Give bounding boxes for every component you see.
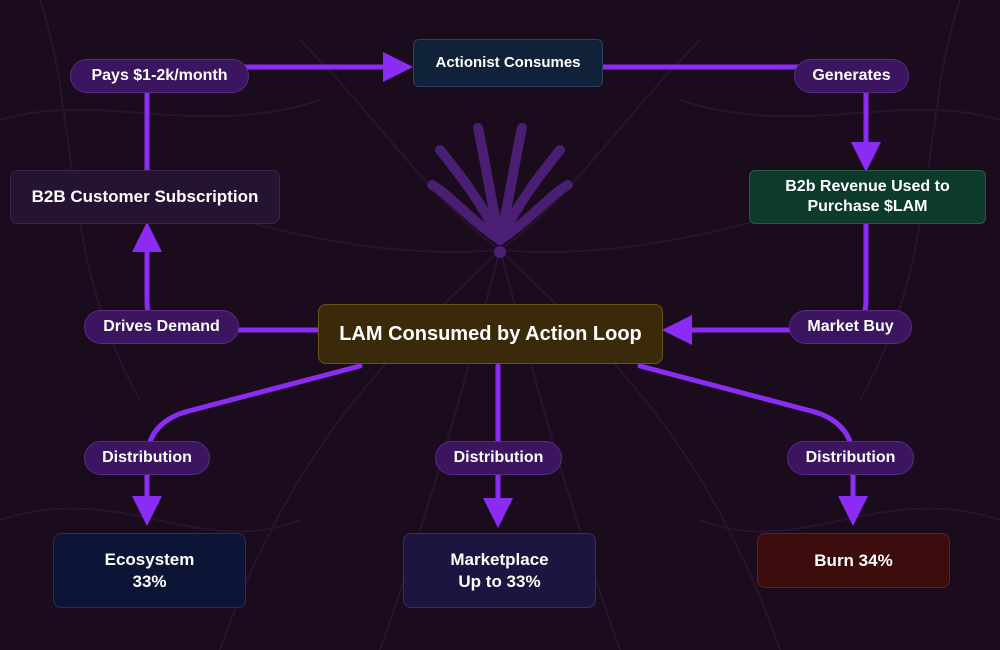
node-b2b-customer-subscription-label: B2B Customer Subscription (31, 187, 259, 207)
node-b2b-revenue-line-2: Purchase $LAM (807, 198, 928, 215)
node-marketplace-line-1: Marketplace (450, 550, 549, 570)
node-ecosystem: Ecosystem 33% (53, 533, 246, 608)
edge-label-drives-demand: Drives Demand (84, 310, 239, 344)
edge-label-generates: Generates (794, 59, 909, 93)
edge-label-distribution-left-text: Distribution (102, 449, 192, 466)
node-b2b-customer-subscription: B2B Customer Subscription (10, 170, 280, 224)
node-b2b-revenue: B2b Revenue Used to Purchase $LAM (749, 170, 986, 224)
node-marketplace: Marketplace Up to 33% (403, 533, 596, 608)
edge-label-pays: Pays $1-2k/month (70, 59, 249, 93)
node-b2b-revenue-line-1: B2b Revenue Used to (785, 178, 950, 195)
edge-label-distribution-center: Distribution (435, 441, 562, 475)
node-actionist-consumes-label: Actionist Consumes (435, 53, 581, 71)
edge-label-pays-text: Pays $1-2k/month (91, 67, 228, 84)
node-marketplace-line-2: Up to 33% (458, 571, 541, 591)
node-ecosystem-line-2: 33% (132, 571, 167, 591)
edge-label-distribution-center-text: Distribution (453, 449, 544, 466)
edge-label-distribution-right: Distribution (787, 441, 914, 475)
edge-label-distribution-left: Distribution (84, 441, 210, 475)
node-burn-label: Burn 34% (814, 550, 893, 570)
edge-label-distribution-right-text: Distribution (805, 449, 896, 466)
edge-label-generates-text: Generates (812, 67, 891, 84)
node-lam-consumed-label: LAM Consumed by Action Loop (339, 322, 642, 345)
node-actionist-consumes: Actionist Consumes (413, 39, 603, 87)
edge-label-market-buy: Market Buy (789, 310, 912, 344)
logo-mark (427, 123, 573, 245)
node-ecosystem-line-1: Ecosystem (104, 550, 195, 570)
edge-label-market-buy-text: Market Buy (807, 318, 894, 335)
node-lam-consumed: LAM Consumed by Action Loop (318, 304, 663, 364)
node-burn: Burn 34% (757, 533, 950, 588)
edge-label-drives-demand-text: Drives Demand (103, 318, 220, 335)
